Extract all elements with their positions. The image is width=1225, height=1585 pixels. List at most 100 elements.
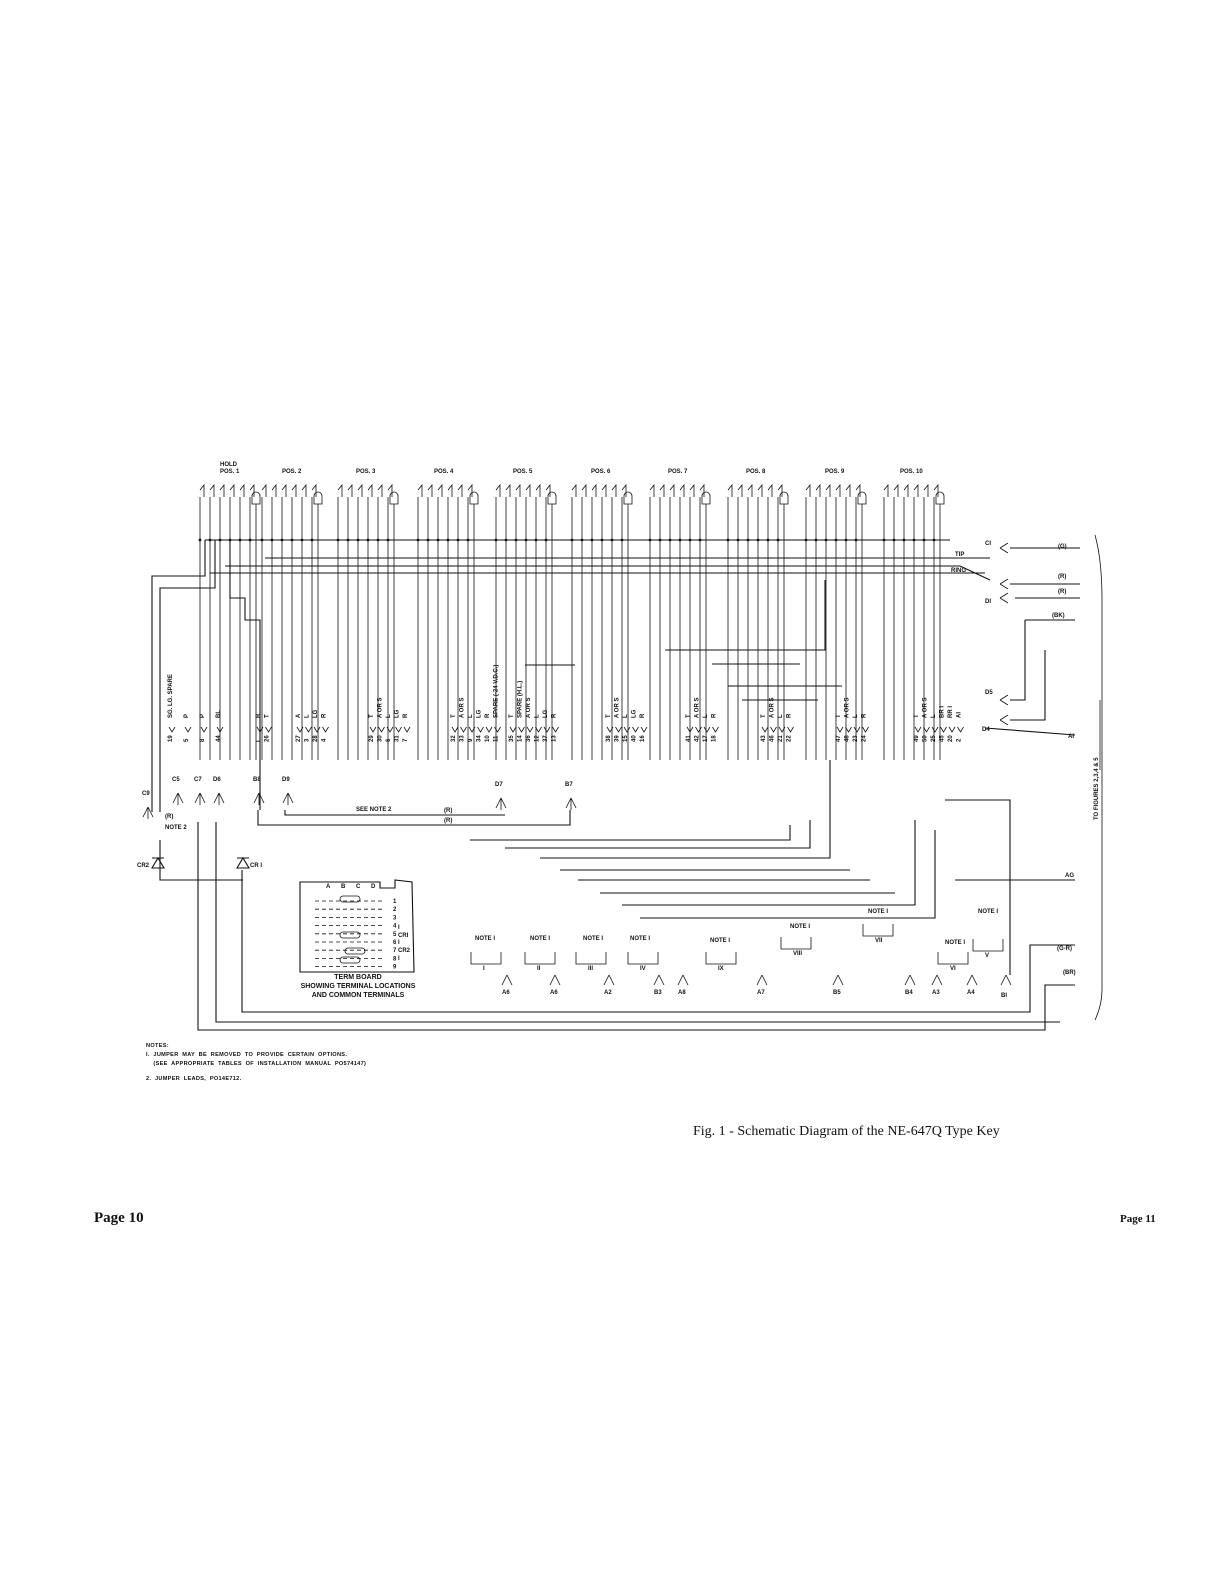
lead-label: AG bbox=[1065, 873, 1074, 879]
lead-arrow-icon bbox=[923, 726, 930, 733]
junction-dot bbox=[804, 538, 808, 542]
terminal-number: 11 bbox=[494, 735, 500, 742]
lead-name: L bbox=[778, 714, 784, 718]
junction-dot bbox=[882, 538, 886, 542]
lead-name: R bbox=[712, 713, 718, 718]
lead-arrow-icon bbox=[787, 726, 794, 733]
lamp-icon bbox=[701, 491, 711, 505]
terminal-number: 7 bbox=[403, 738, 409, 742]
terminal-number: 40 bbox=[632, 735, 638, 742]
lead-arrow-icon bbox=[526, 726, 534, 733]
terminal-number: 6 bbox=[386, 738, 392, 742]
terminal-number: 29 bbox=[369, 735, 375, 742]
junction-dot bbox=[678, 538, 682, 542]
jack-icon bbox=[966, 974, 978, 986]
lead-label: (BR) bbox=[1063, 970, 1076, 976]
lead-arrow-icon bbox=[640, 726, 648, 733]
lead-name: T bbox=[369, 714, 375, 718]
key-contact bbox=[571, 483, 577, 760]
term-board-side-label: I bbox=[398, 925, 400, 931]
lead-arrow-icon bbox=[623, 726, 631, 733]
terminal-number: 14 bbox=[518, 735, 524, 742]
junction-dot bbox=[892, 538, 896, 542]
junction-dot bbox=[300, 538, 304, 542]
term-board-side-label: I bbox=[398, 940, 400, 946]
terminal-number: 48 bbox=[845, 735, 851, 742]
common-terminal bbox=[339, 895, 361, 903]
position-label: POS. 10 bbox=[900, 469, 923, 475]
lead-arrow-icon bbox=[494, 726, 501, 733]
lead-label: (R) bbox=[1058, 589, 1066, 595]
lead-name: T bbox=[265, 714, 271, 718]
connector-arrow-icon bbox=[999, 592, 1009, 604]
lamp-icon bbox=[857, 491, 867, 505]
position-label: POS. 2 bbox=[282, 469, 302, 475]
roman-numeral: I bbox=[483, 966, 485, 972]
lamp-icon bbox=[547, 491, 557, 505]
junction-dot bbox=[668, 538, 672, 542]
terminal-number: 9 bbox=[468, 738, 474, 742]
junction-dot bbox=[198, 538, 202, 542]
lead-name: R bbox=[322, 713, 328, 718]
jack-label: C7 bbox=[194, 777, 202, 783]
key-contact bbox=[347, 483, 353, 760]
lamp-icon bbox=[313, 491, 323, 505]
key-contact bbox=[437, 483, 443, 760]
junction-dot bbox=[524, 538, 528, 542]
lead-name: SPARE (-24 V.D.C.) bbox=[494, 665, 500, 718]
lead-label: (G-R) bbox=[1057, 946, 1072, 952]
terminal-number: 26 bbox=[265, 735, 271, 742]
junction-dot bbox=[544, 538, 548, 542]
terminal-number: 24 bbox=[862, 735, 868, 742]
lead-name: LG bbox=[477, 709, 483, 718]
terminal-number: 37 bbox=[543, 735, 549, 742]
tip-label: TIP bbox=[955, 552, 964, 558]
lamp-icon bbox=[389, 491, 399, 505]
terminal-number: 16 bbox=[640, 735, 646, 742]
term-board-column: C bbox=[356, 884, 361, 890]
junction-dot bbox=[814, 538, 818, 542]
lead-name: LG bbox=[632, 709, 638, 718]
notes-block: NOTES: I. JUMPER MAY BE REMOVED TO PROVI… bbox=[146, 1042, 366, 1084]
jumper-strap bbox=[575, 952, 607, 965]
key-contact bbox=[679, 483, 685, 760]
lead-name: RR I bbox=[948, 706, 954, 718]
position-label: POS. 5 bbox=[513, 469, 533, 475]
terminal-number: 45 bbox=[940, 735, 946, 742]
key-contact bbox=[825, 483, 831, 760]
lead-arrow-icon bbox=[305, 726, 312, 733]
jack-icon bbox=[172, 792, 184, 805]
term-board-side-label: I bbox=[398, 956, 400, 962]
lead-name: SPARE (H.L.) bbox=[518, 681, 524, 718]
note-label: NOTE I bbox=[978, 909, 998, 915]
jack-icon bbox=[931, 974, 943, 986]
term-board-side-label: CRI bbox=[398, 933, 409, 939]
note-label: NOTE I bbox=[583, 936, 603, 942]
key-contact bbox=[903, 483, 909, 760]
jack-label: B8 bbox=[253, 777, 261, 783]
terminal-number: 17 bbox=[703, 735, 709, 742]
key-contact bbox=[229, 483, 235, 760]
diode-label: CR2 bbox=[137, 863, 150, 869]
bottom-jack-label: A2 bbox=[604, 990, 612, 996]
lead-arrow-icon bbox=[395, 726, 402, 733]
lead-name: T bbox=[761, 714, 767, 718]
junction-dot bbox=[658, 538, 662, 542]
junction-dot bbox=[688, 538, 692, 542]
junction-dot bbox=[426, 538, 430, 542]
terminal-number: 22 bbox=[787, 735, 793, 742]
terminal-number: 28 bbox=[313, 735, 319, 742]
junction-dot bbox=[494, 538, 498, 542]
terminal-number: 33 bbox=[460, 735, 466, 742]
lead-name: LG bbox=[543, 709, 549, 718]
key-contact bbox=[893, 483, 899, 760]
term-board-row: 7 bbox=[393, 948, 397, 954]
lead-name: L bbox=[386, 714, 392, 718]
lead-name: R bbox=[787, 713, 793, 718]
junction-dot bbox=[356, 538, 360, 542]
junction-dot bbox=[590, 538, 594, 542]
lead-name: P bbox=[184, 714, 190, 718]
bottom-jack-label: A3 bbox=[932, 990, 940, 996]
lead-arrow-icon bbox=[761, 726, 769, 733]
junction-dot bbox=[514, 538, 518, 542]
